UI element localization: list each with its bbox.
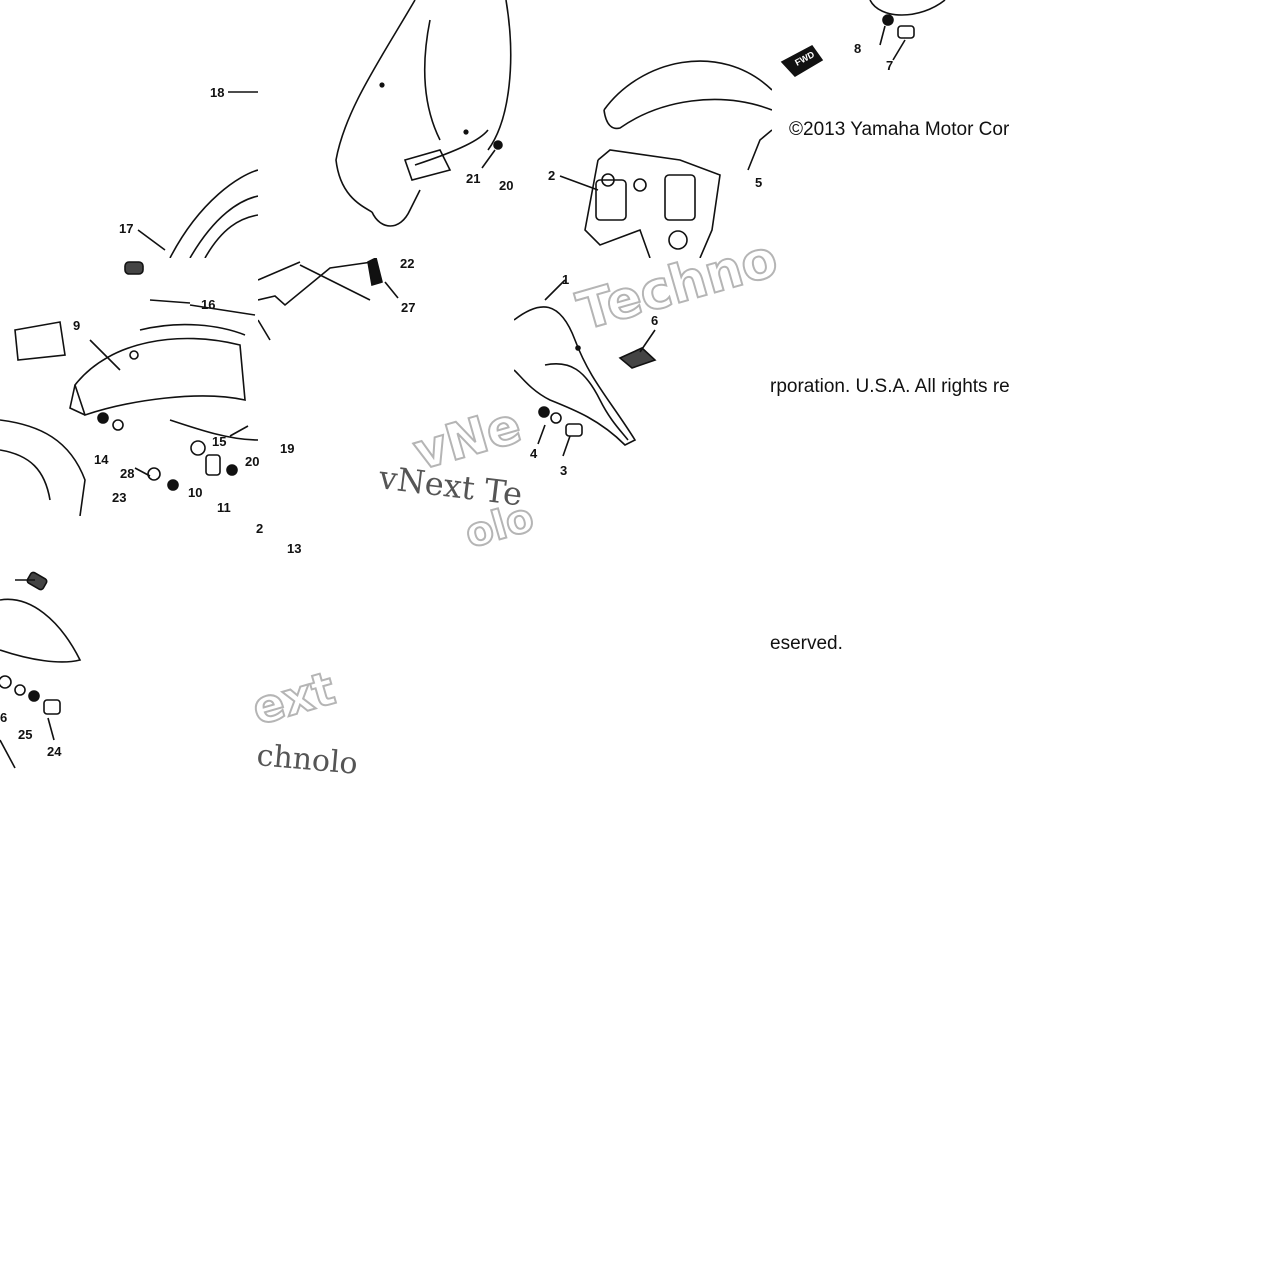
rear-fender-lower (0, 571, 82, 769)
callout-9: 9 (73, 318, 80, 333)
callout-5: 5 (755, 175, 762, 190)
callout-25: 25 (18, 727, 32, 742)
watermark-serif-bottom: chnolo (255, 738, 359, 782)
front-fender-with-bracket (559, 60, 772, 258)
callout-2-lower: 2 (256, 521, 263, 536)
callout-14: 14 (94, 452, 109, 467)
callout-19: 19 (280, 441, 294, 456)
callout-6: 6 (651, 313, 658, 328)
callout-11: 11 (217, 500, 231, 515)
callout-20-lower: 20 (245, 454, 259, 469)
hardware-top-right (780, 0, 946, 78)
callout-21: 21 (466, 171, 480, 186)
copyright-line-2: rporation. U.S.A. All rights re (770, 376, 1010, 397)
callout-20-upper: 20 (499, 178, 513, 193)
callout-28: 28 (120, 466, 134, 481)
callout-3: 3 (560, 463, 567, 478)
callout-27: 27 (401, 300, 415, 315)
callout-2-upper: 2 (548, 168, 555, 183)
callout-10: 10 (188, 485, 202, 500)
front-fender-upper (335, 0, 512, 227)
callout-1: 1 (562, 272, 569, 287)
callout-13: 13 (287, 541, 301, 556)
rear-fender-top-left (137, 91, 258, 258)
copyright-line-1: ©2013 Yamaha Motor Cor (789, 119, 1010, 140)
callout-7: 7 (886, 58, 893, 73)
watermark-serif-main: vNext Te (376, 458, 524, 513)
rear-fender-assembly (0, 261, 258, 516)
callout-24: 24 (47, 744, 62, 759)
callout-22: 22 (400, 256, 414, 271)
callout-18: 18 (210, 85, 224, 100)
copyright-line-3: eserved. (770, 633, 843, 654)
callout-23: 23 (112, 490, 126, 505)
callout-17: 17 (119, 221, 133, 236)
fender-rear-corner (258, 258, 399, 341)
callout-16: 16 (201, 297, 215, 312)
front-fender-lower (514, 279, 657, 457)
callout-4: 4 (530, 446, 538, 461)
callout-15: 15 (212, 434, 226, 449)
watermark-outline-bottom: ext (246, 661, 341, 736)
callout-8: 8 (854, 41, 861, 56)
watermark-outline-top: Techno (571, 228, 784, 342)
callout-26: 6 (0, 710, 7, 725)
